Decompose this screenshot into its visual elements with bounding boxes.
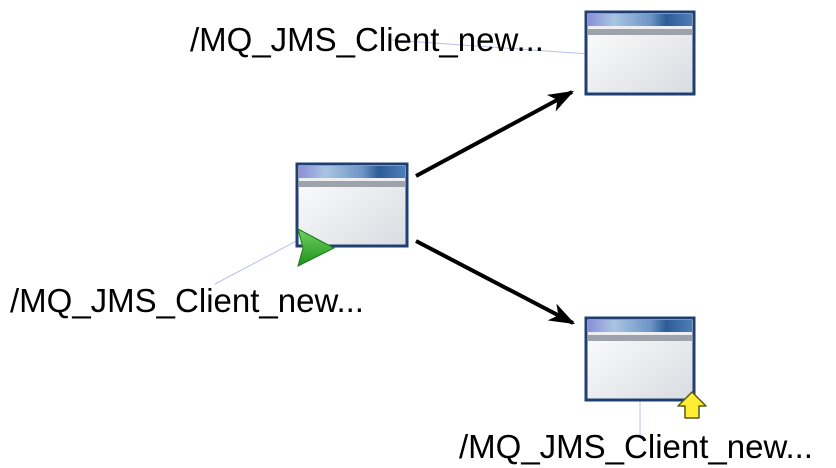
node-target-top[interactable] xyxy=(584,10,696,96)
yellow-up-arrow-icon xyxy=(677,391,707,419)
node-source[interactable] xyxy=(295,162,409,248)
node-label-source: /MQ_JMS_Client_new... xyxy=(10,282,364,319)
node-label-bottom: /MQ_JMS_Client_new... xyxy=(459,428,813,465)
edge-source-to-bottom[interactable] xyxy=(415,239,576,325)
node-label-top: /MQ_JMS_Client_new... xyxy=(190,21,544,58)
green-play-arrow-icon xyxy=(297,228,336,267)
edge-source-to-top[interactable] xyxy=(415,90,575,178)
node-target-bottom[interactable] xyxy=(584,316,696,402)
